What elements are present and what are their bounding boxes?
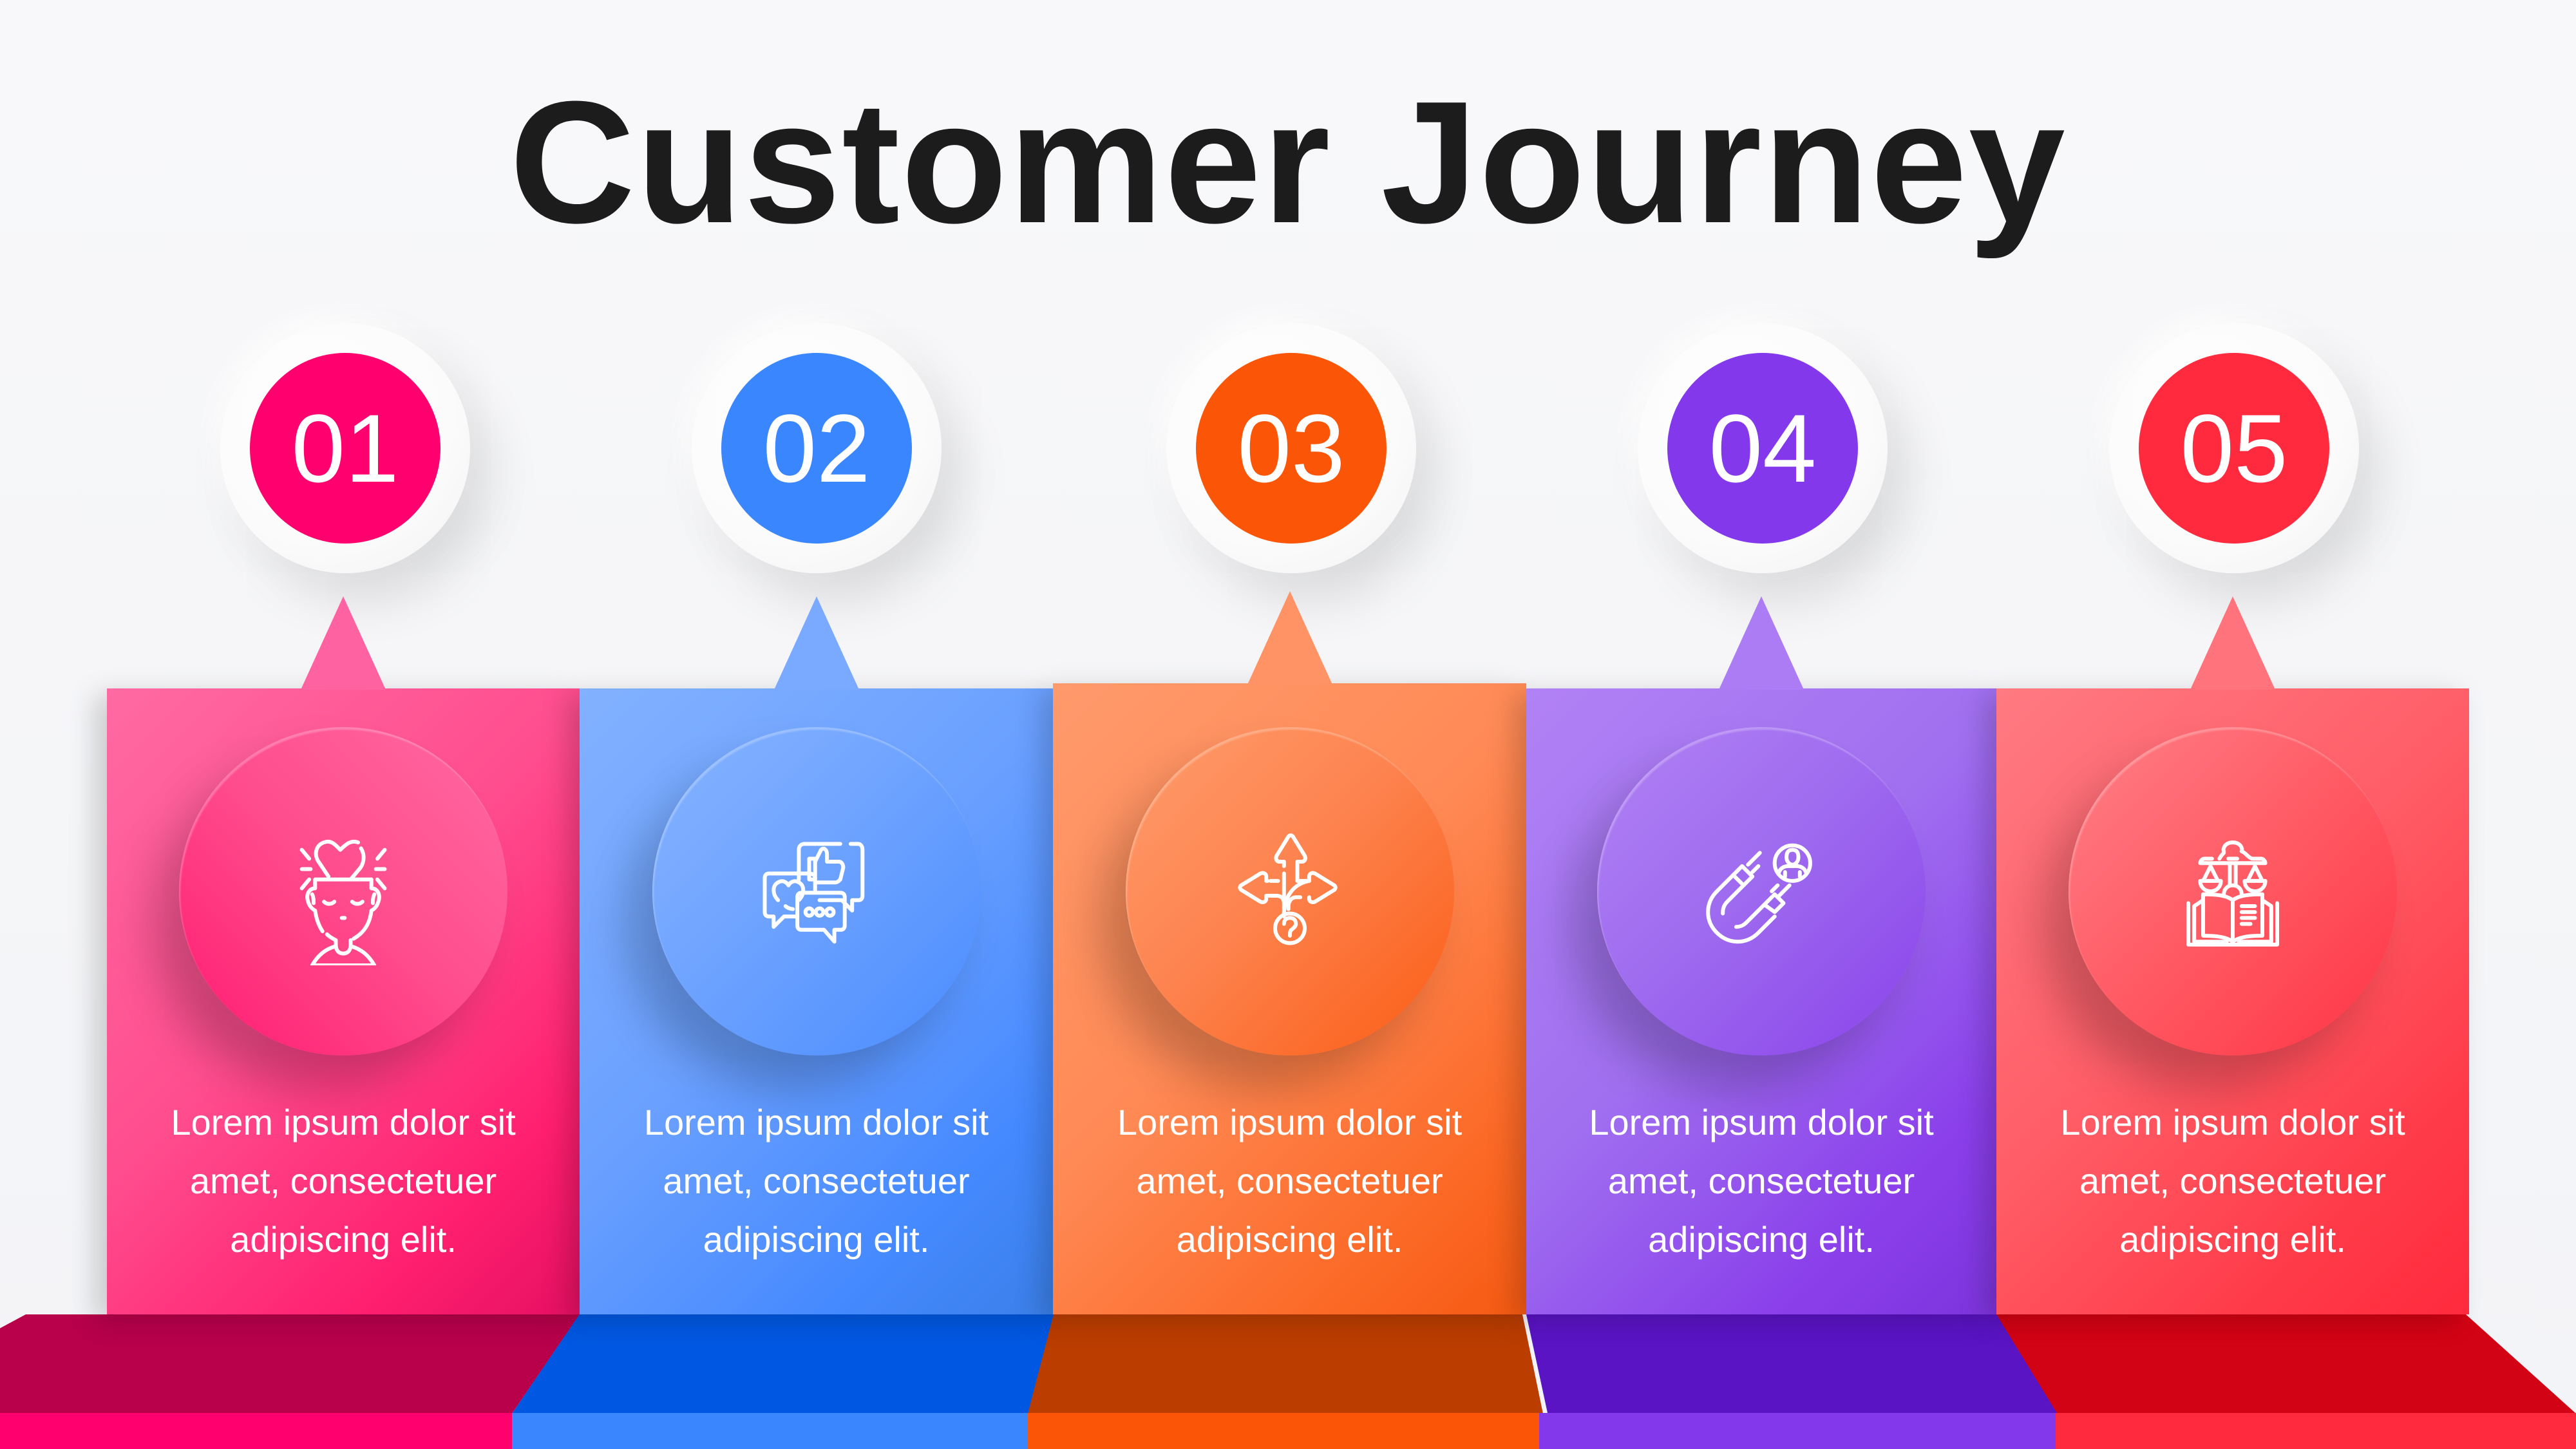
step-base-2 [512, 1314, 1098, 1414]
step-number-badge: 05 [2139, 353, 2329, 544]
description-line: Lorem ipsum dolor sit [2060, 1102, 2405, 1142]
step-number-badge: 01 [250, 353, 440, 544]
step-badge-ring-3: 03 [1166, 323, 1416, 573]
step-description: Lorem ipsum dolor sit amet, consectetuer… [1526, 1093, 1996, 1269]
base-strip-1 [0, 1413, 512, 1449]
card-pointer [1719, 596, 1804, 690]
description-line: amet, consectetuer [189, 1160, 497, 1201]
law-scales-book-icon [2186, 840, 2279, 947]
icon-disc [1125, 727, 1454, 1056]
step-description: Lorem ipsum dolor sit amet, consectetuer… [1053, 1093, 1526, 1269]
step-badge-ring-1: 01 [220, 323, 470, 573]
step-number-badge: 02 [721, 353, 912, 544]
card-pointer [1247, 591, 1332, 685]
card-pointer [773, 596, 859, 690]
icon-disc [652, 727, 981, 1056]
description-line: adipiscing elit. [230, 1219, 457, 1260]
card-pointer [301, 596, 386, 690]
description-line: Lorem ipsum dolor sit [643, 1102, 989, 1142]
step-badge-ring-5: 05 [2109, 323, 2359, 573]
step-description: Lorem ipsum dolor sit amet, consectetuer… [580, 1093, 1053, 1269]
icon-disc [1597, 727, 1926, 1056]
page-title: Customer Journey [509, 66, 2067, 260]
base-strip-2 [512, 1413, 1027, 1449]
description-line: adipiscing elit. [1176, 1219, 1403, 1260]
base-strip-4 [1539, 1413, 2056, 1449]
step-number-badge: 04 [1667, 353, 1858, 544]
step-card-4: Lorem ipsum dolor sit amet, consectetuer… [1526, 596, 1996, 1314]
icon-disc [179, 727, 507, 1056]
step-number-badge: 03 [1196, 353, 1387, 544]
base-strip-5 [2056, 1413, 2576, 1449]
chat-bubbles-feedback-icon [762, 842, 864, 944]
step-description: Lorem ipsum dolor sit amet, consectetuer… [107, 1093, 580, 1269]
step-base-1 [0, 1314, 580, 1414]
description-line: adipiscing elit. [703, 1219, 930, 1260]
description-line: Lorem ipsum dolor sit [1117, 1102, 1463, 1142]
description-line: adipiscing elit. [2119, 1219, 2346, 1260]
step-card-5: Lorem ipsum dolor sit amet, consectetuer… [1996, 596, 2469, 1314]
magnet-attract-customer-icon [1706, 843, 1812, 944]
step-description: Lorem ipsum dolor sit amet, consectetuer… [1996, 1093, 2469, 1269]
step-card-2: Lorem ipsum dolor sit amet, consectetuer… [580, 596, 1053, 1314]
description-line: amet, consectetuer [663, 1160, 970, 1201]
icon-disc [2069, 727, 2397, 1056]
heart-mind-person-icon [299, 839, 387, 965]
description-line: amet, consectetuer [1607, 1160, 1915, 1201]
step-base-5 [1996, 1314, 2576, 1414]
description-line: amet, consectetuer [1136, 1160, 1443, 1201]
step-base-4 [1526, 1314, 2061, 1414]
step-badge-ring-2: 02 [692, 323, 942, 573]
step-card-1: Lorem ipsum dolor sit amet, consectetuer… [107, 596, 580, 1314]
description-line: adipiscing elit. [1648, 1219, 1875, 1260]
description-line: Lorem ipsum dolor sit [1589, 1102, 1934, 1142]
step-base-3 [1028, 1314, 1543, 1414]
description-line: Lorem ipsum dolor sit [171, 1102, 516, 1142]
crossroads-decision-question-icon [1237, 833, 1338, 945]
description-line: amet, consectetuer [2079, 1160, 2387, 1201]
step-card-3: Lorem ipsum dolor sit amet, consectetuer… [1053, 591, 1526, 1314]
step-badge-ring-4: 04 [1638, 323, 1888, 573]
base-strip-3 [1027, 1413, 1539, 1449]
card-pointer [2190, 596, 2275, 690]
